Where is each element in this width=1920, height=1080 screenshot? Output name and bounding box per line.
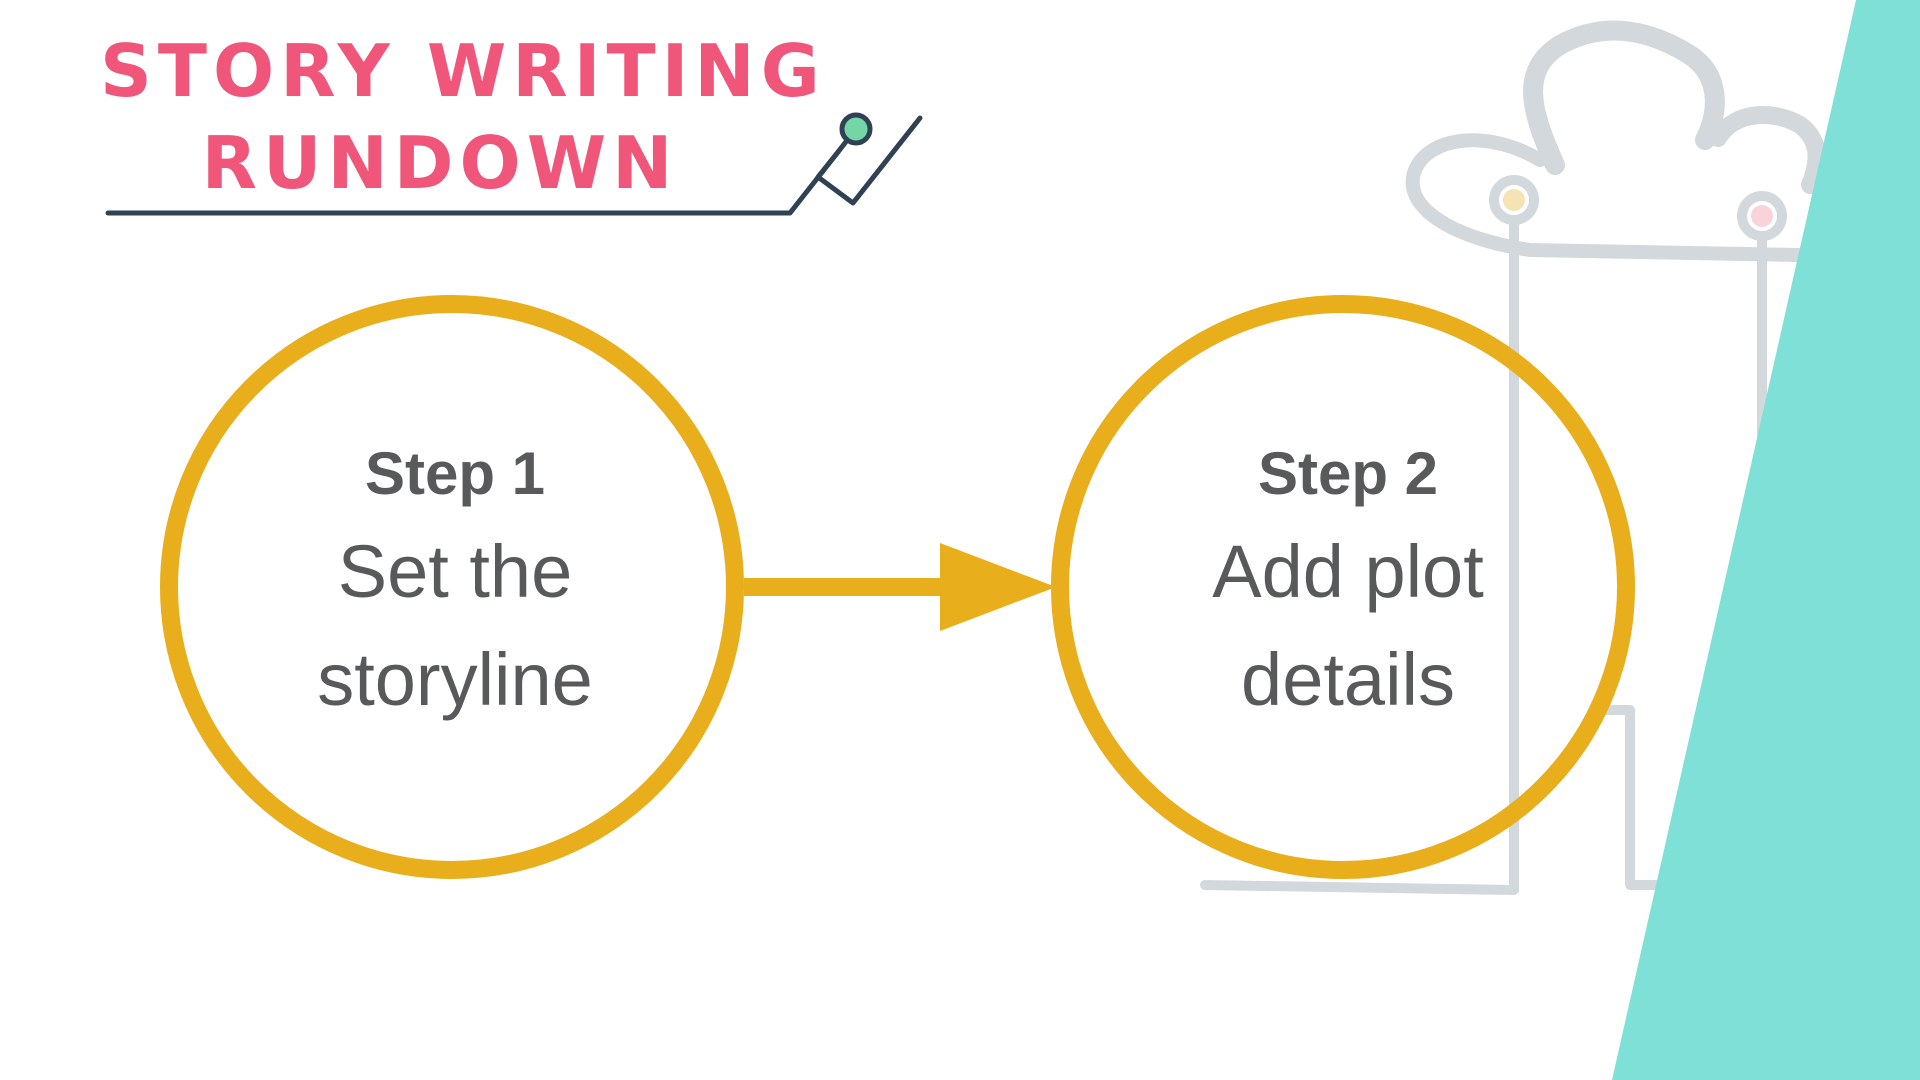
arrow-connector bbox=[744, 543, 1056, 631]
step-1-description-line-1: Set the bbox=[337, 530, 573, 613]
page-title: STORY WRITING RUNDOWN bbox=[100, 25, 826, 209]
step-2-circle bbox=[1051, 295, 1635, 879]
step-2-label: Step 2 bbox=[1257, 440, 1439, 507]
step-2-text: Step 2 Add plot details bbox=[1118, 430, 1578, 734]
step-2-description-line-1: Add plot bbox=[1212, 530, 1484, 613]
step-2-description-line-2: details bbox=[1241, 638, 1455, 721]
step-1-text: Step 1 Set the storyline bbox=[225, 430, 685, 734]
step-1-description-line-2: storyline bbox=[317, 638, 593, 721]
step-1-label: Step 1 bbox=[364, 440, 546, 507]
step-1-circle bbox=[160, 295, 744, 879]
title-line-1: STORY WRITING bbox=[100, 29, 826, 113]
title-line-2: RUNDOWN bbox=[201, 121, 679, 205]
